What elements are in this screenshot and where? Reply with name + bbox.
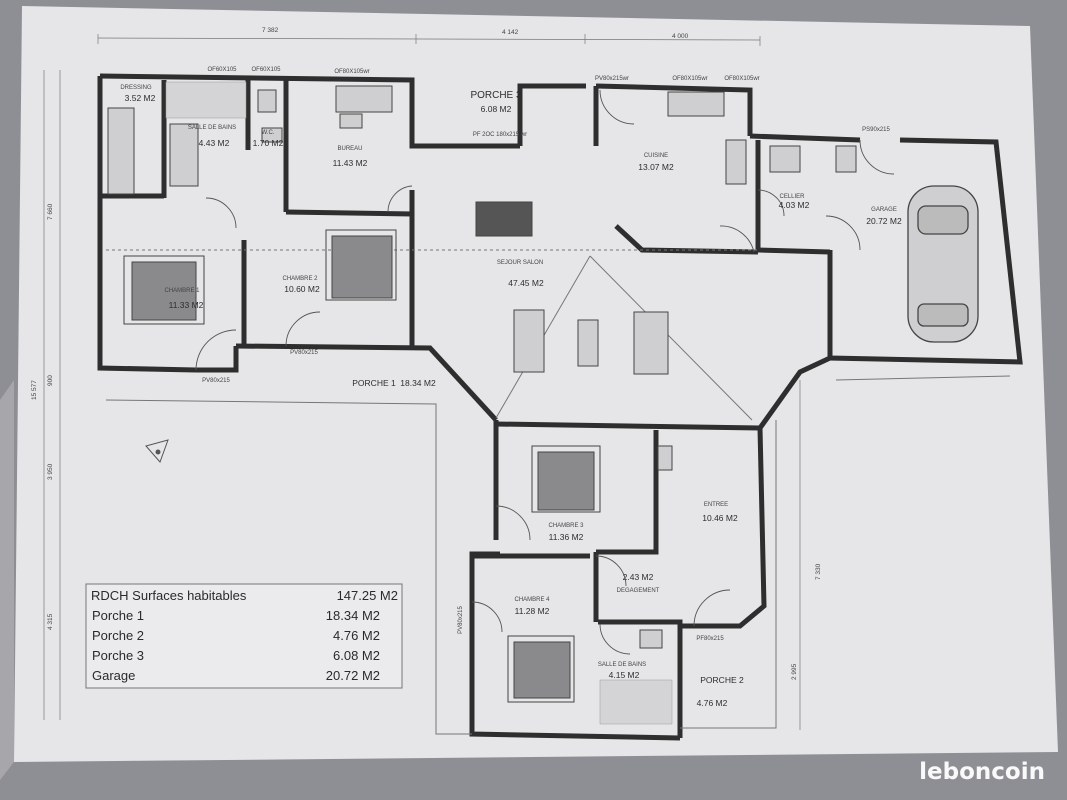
opening-label: PV80x215 xyxy=(290,350,318,356)
room-area: 20.72 M2 xyxy=(866,216,902,226)
opening-label: PF80x215 xyxy=(696,636,724,642)
furniture xyxy=(107,85,857,703)
dim-left-2: 15 577 xyxy=(31,380,38,400)
opening-labels: OF60X105 OF60X105 OF80X105wr PV80x215wr … xyxy=(202,67,890,642)
opening-label: PV80x215 xyxy=(458,606,464,634)
room-name: SALLE DE BAINS xyxy=(188,125,236,131)
room-area: 4.15 M2 xyxy=(609,670,640,680)
summary-row-label: Porche 3 xyxy=(92,648,144,663)
summary-row-value: 6.08 M2 xyxy=(333,648,380,663)
room-area: 11.28 M2 xyxy=(515,606,550,616)
room-name: CHAMBRE 2 xyxy=(282,276,318,282)
room-area: 4.03 M2 xyxy=(779,200,810,210)
garage-car xyxy=(907,185,979,343)
summary-row-value: 18.34 M2 xyxy=(326,608,380,623)
dim-top-3: 4 000 xyxy=(672,33,689,40)
porch-outlines xyxy=(105,249,1011,735)
room-name: CHAMBRE 3 xyxy=(548,523,584,529)
opening-label: OF80X105wr xyxy=(672,76,707,82)
opening-label: PV80x215wr xyxy=(595,76,629,82)
orientation-marker xyxy=(145,439,169,463)
room-area: 4.76 M2 xyxy=(697,698,728,708)
dim-top-1: 7 382 xyxy=(262,27,279,34)
porch-1-area: 18.34 M2 xyxy=(400,378,436,388)
room-area: 3.52 M2 xyxy=(125,93,156,103)
room-area: 1.70 M2 xyxy=(253,138,284,148)
opening-label: PS90x215 xyxy=(862,127,890,133)
opening-label: OF80X105wr xyxy=(724,76,759,82)
opening-label: OF60X105 xyxy=(251,67,281,73)
room-name: DEGAGEMENT xyxy=(617,588,660,594)
walls xyxy=(97,73,1023,741)
summary-row-value: 20.72 M2 xyxy=(326,668,380,683)
room-name: CELLIER xyxy=(779,194,805,200)
room-name: DRESSING xyxy=(120,85,152,91)
room-labels: DRESSING 3.52 M2 SALLE DE BAINS 4.43 M2 … xyxy=(120,85,902,708)
room-name: GARAGE xyxy=(871,207,897,213)
leboncoin-watermark: leboncoin xyxy=(919,759,1045,785)
summary-header-label: RDCH Surfaces habitables xyxy=(91,588,247,603)
dimension-lines xyxy=(43,34,801,730)
room-name: SALLE DE BAINS xyxy=(598,662,646,668)
room-area: 47.45 M2 xyxy=(508,278,544,288)
porch-1-label: PORCHE 1 xyxy=(352,378,396,388)
dimension-labels: 7 382 4 142 4 000 7 660 15 577 900 3 950… xyxy=(31,27,822,680)
dim-top-2: 4 142 xyxy=(502,29,519,36)
summary-row-value: 4.76 M2 xyxy=(333,628,380,643)
room-name: PORCHE 2 xyxy=(700,675,744,685)
dim-right-1: 7 330 xyxy=(815,563,822,580)
room-area: 11.33 M2 xyxy=(169,300,204,310)
paper-sheet xyxy=(14,6,1058,762)
room-area: 10.60 M2 xyxy=(284,284,320,294)
tiled-floors xyxy=(165,81,673,725)
dim-left-1: 7 660 xyxy=(47,203,54,220)
dim-left-5: 4 315 xyxy=(47,613,54,630)
opening-label: PF 2OC 180x215 wr xyxy=(473,132,527,138)
summary-row-label: Porche 1 xyxy=(92,608,144,623)
dim-right-2: 2 995 xyxy=(791,663,798,680)
opening-label: PV80x215 xyxy=(202,378,230,384)
room-area: 2.43 M2 xyxy=(623,572,654,582)
room-name: PORCHE 3 xyxy=(470,90,522,101)
summary-header-value: 147.25 M2 xyxy=(337,588,398,603)
opening-label: OF60X105 xyxy=(207,67,237,73)
summary-row-label: Porche 2 xyxy=(92,628,144,643)
summary-table: RDCH Surfaces habitables 147.25 M2 Porch… xyxy=(85,583,403,689)
room-area: 11.43 M2 xyxy=(333,158,368,168)
room-name: CUISINE xyxy=(644,153,668,159)
room-name: CHAMBRE 4 xyxy=(514,597,550,603)
dim-left-4: 3 950 xyxy=(47,463,54,480)
paper-shadow-left xyxy=(0,380,14,780)
room-name: W.C. xyxy=(262,130,275,136)
room-area: 13.07 M2 xyxy=(638,162,674,172)
room-area: 4.43 M2 xyxy=(199,138,230,148)
room-name: BUREAU xyxy=(337,146,362,152)
dim-left-3: 900 xyxy=(47,375,54,386)
door-swings xyxy=(195,89,895,655)
room-name: SEJOUR SALON xyxy=(497,260,543,266)
room-area: 6.08 M2 xyxy=(481,104,512,114)
room-area: 11.36 M2 xyxy=(549,532,584,542)
summary-row-label: Garage xyxy=(92,668,135,683)
opening-label: OF80X105wr xyxy=(334,69,369,75)
room-area: 10.46 M2 xyxy=(702,513,738,523)
room-name: CHAMBRE 1 xyxy=(164,288,200,294)
room-name: ENTREE xyxy=(704,502,728,508)
